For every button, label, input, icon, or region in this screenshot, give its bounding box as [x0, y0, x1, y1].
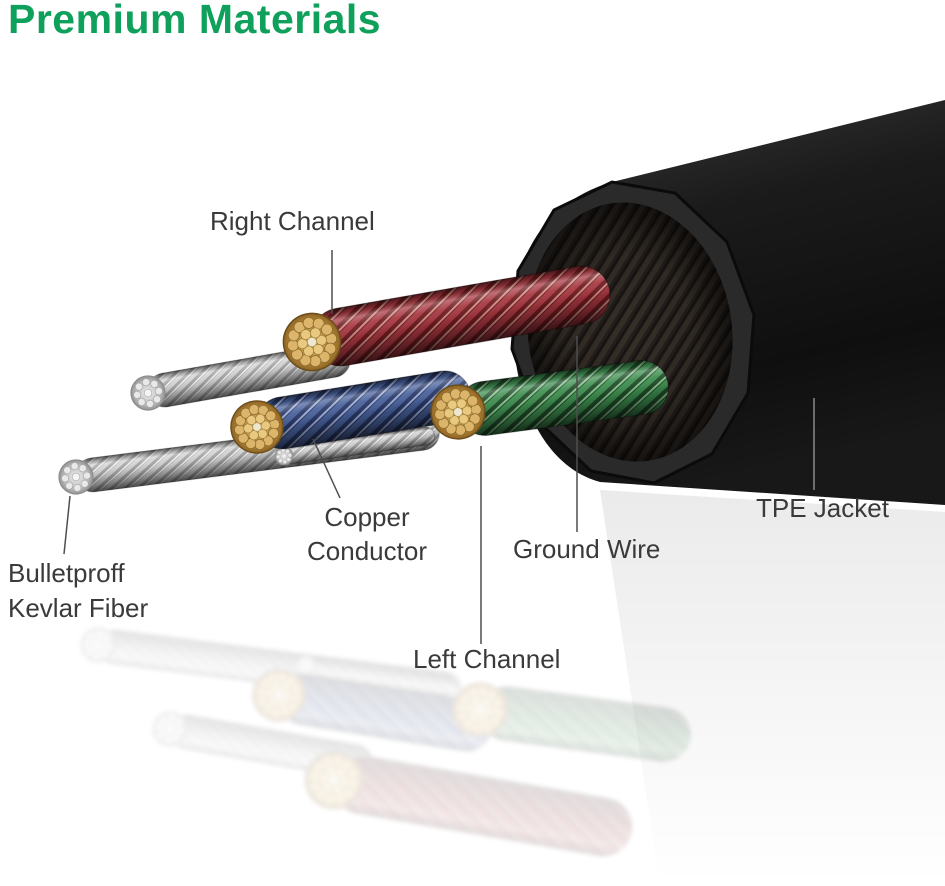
leader-line-kevlar-fiber: [63, 495, 71, 555]
copper-conductor-wire-blue: [226, 370, 472, 458]
right-channel-wire: [278, 265, 611, 376]
callout-left-channel: Left Channel: [413, 644, 561, 674]
left-channel-wire: [427, 360, 669, 443]
callout-copper-conductor: Copper Conductor: [307, 502, 427, 566]
jacket-reflection-wash: [600, 490, 945, 886]
wires-reflection: [79, 626, 694, 860]
callout-tpe-jacket: TPE Jacket: [756, 493, 889, 523]
callout-bulletproof-kevlar-fiber: Bulletproff Kevlar Fiber: [8, 558, 149, 623]
leader-lines: [63, 250, 815, 644]
callout-ground-wire: Ground Wire: [513, 534, 661, 564]
page-title: Premium Materials: [8, 0, 382, 42]
leader-line-copper-conductor: [312, 438, 341, 499]
inner-wires: [56, 265, 669, 497]
callout-right-channel: Right Channel: [210, 206, 375, 236]
